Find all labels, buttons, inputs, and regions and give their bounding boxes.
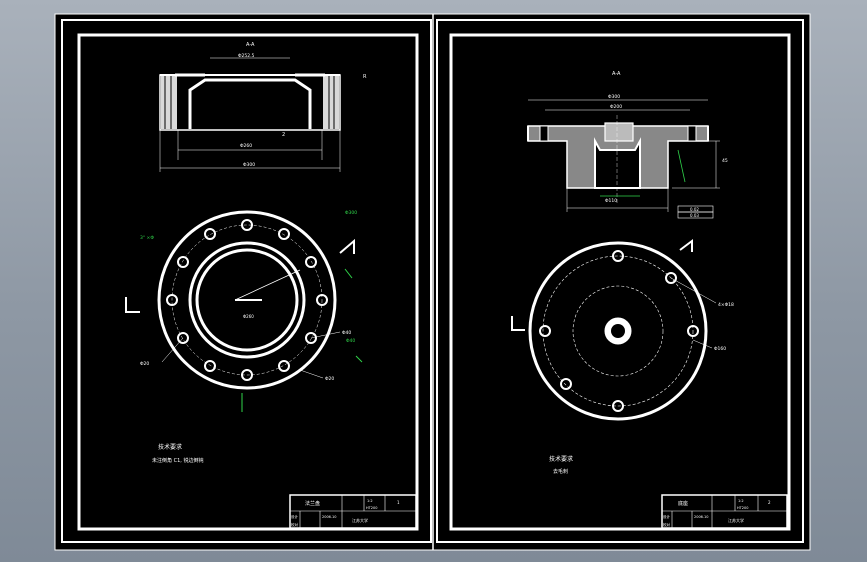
right-tb-material: HT200: [737, 506, 748, 510]
right-tb-row2b: 校对: [663, 522, 671, 527]
left-plan-label-left: Φ20: [140, 361, 149, 367]
left-tb-scale: 1:2: [367, 499, 373, 503]
left-side-label: 2: [282, 132, 285, 138]
right-title-block: 底座 1:2 HT200 2 设计 校对 2006.10 江苏大学: [661, 494, 788, 529]
left-bottom-dim-outer: Φ300: [243, 162, 255, 168]
left-tb-school: 江苏大学: [352, 517, 368, 523]
right-plan-label-1: 4×Φ18: [718, 302, 734, 308]
right-second-dim: Φ200: [610, 104, 622, 110]
left-plan-green-right: Φ40: [346, 338, 355, 344]
left-tb-row2a: 设计: [291, 514, 299, 519]
left-tb-sheet: 1: [397, 500, 400, 505]
left-tb-name: 法兰盘: [305, 500, 320, 507]
left-section-view: A-A Φ252.5 Φ260 Φ300: [159, 42, 367, 172]
left-tech-line: 未注倒角 C1, 锐边倒钝: [152, 457, 203, 464]
right-tb-sheet: 2: [768, 500, 771, 505]
right-sheet: A-A Φ300 Φ200 45 Φ110: [436, 19, 804, 543]
right-height-dim: 45: [722, 158, 728, 164]
right-tb-school: 江苏大学: [728, 517, 744, 523]
left-plan-label-right1: Φ40: [342, 330, 351, 336]
right-section-view: A-A Φ300 Φ200 45 Φ110: [527, 71, 728, 219]
left-plan-center-label: Φ260: [243, 314, 254, 319]
left-tb-material: HT200: [366, 506, 377, 510]
left-plan-green-left: 3° ×Φ: [140, 235, 154, 241]
right-tb-date: 2006.10: [694, 515, 708, 519]
left-top-dim: Φ252.5: [238, 53, 255, 59]
left-tech-title: 技术要求: [158, 443, 182, 451]
left-sheet-frame: [77, 33, 419, 531]
right-tol-box-1: 0.02: [690, 207, 699, 212]
right-tb-row2a: 设计: [663, 514, 671, 519]
left-bottom-dim-inner: Φ260: [240, 143, 252, 149]
right-section-label: A-A: [612, 71, 621, 77]
left-plan-view: Φ260 Φ300 3° ×Φ Φ40 Φ20 Φ40 Φ20: [125, 210, 363, 412]
left-section-label: A-A: [246, 42, 255, 48]
left-plan-green-top: Φ300: [345, 210, 357, 216]
left-plan-label-right2: Φ20: [325, 376, 334, 382]
right-sheet-border: [436, 19, 804, 543]
left-sheet-border: [61, 19, 432, 543]
left-roughness-note: R: [363, 74, 367, 80]
right-tb-scale: 1:2: [738, 499, 744, 503]
right-tech-title: 技术要求: [549, 455, 573, 463]
right-plan-view: 4×Φ18 Φ160: [511, 239, 734, 421]
right-sheet-frame: [449, 33, 791, 531]
right-plan-label-2: Φ160: [714, 346, 726, 352]
left-tb-date: 2006.10: [322, 515, 336, 519]
right-top-dim: Φ300: [608, 94, 620, 100]
right-tb-name: 底座: [678, 500, 688, 507]
left-title-block: 法兰盘 1:2 HT200 1 设计 校对 2006.10 江苏大学: [289, 494, 417, 529]
right-tol-box-2: 0.03: [690, 213, 699, 218]
right-tech-line: 去毛刺: [553, 468, 568, 475]
right-bottom-dim: Φ110: [605, 198, 617, 204]
left-tb-row2b: 校对: [291, 522, 299, 527]
left-sheet: A-A Φ252.5 Φ260 Φ300: [61, 19, 432, 543]
